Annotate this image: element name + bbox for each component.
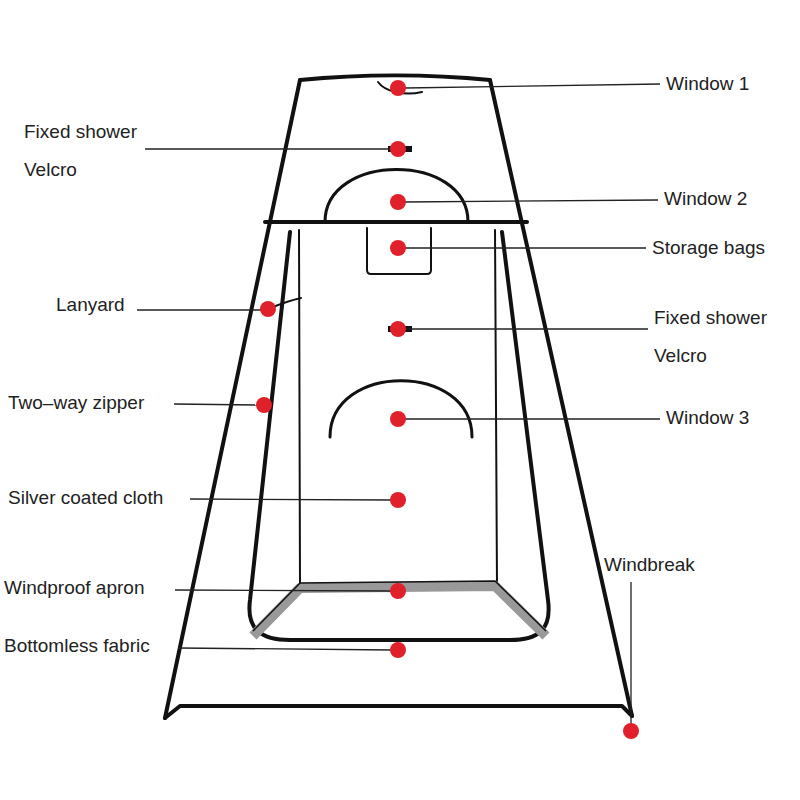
callout-label: Windproof apron [4,576,144,600]
marker-dot [260,301,276,317]
marker-dot [623,723,639,739]
callout-label: Silver coated cloth [8,486,163,510]
marker-dot [390,492,406,508]
leader-line [405,247,646,248]
callout-label: Windbreak [604,553,695,577]
window-2 [325,170,468,223]
leader-line [174,404,258,405]
storage-bag [367,228,431,274]
leader-line [178,648,392,650]
marker-dot [390,194,406,210]
leader-line [405,200,658,202]
door-line-left [299,230,300,586]
leader-line [405,84,660,88]
callout-label: Storage bags [652,236,765,260]
marker-dot [390,583,406,599]
callout-label: Bottomless fabric [4,634,150,658]
marker-dot [256,397,272,413]
marker-dot [390,411,406,427]
tent-right-pole [490,80,632,716]
roof-seam [265,220,527,224]
callout-label: Fixed shower Velcro [24,113,159,189]
tent-base [165,706,632,718]
callout-label: Fixed shower Velcro [654,299,789,375]
marker-dot [390,141,406,157]
door-panel [249,232,548,640]
leader-line [405,328,648,329]
tent-top [300,76,490,81]
callout-label: Window 2 [664,187,747,211]
callout-label: Window 1 [666,72,749,96]
leader-line [405,418,660,419]
callout-label: Two–way zipper [8,391,144,415]
leader-line [630,582,631,724]
apron-edge [253,581,546,631]
leader-line [175,590,392,591]
window-3 [330,381,472,437]
door-line-right [495,230,497,586]
marker-dot [390,80,406,96]
marker-dot [390,321,406,337]
leader-line [137,309,262,310]
marker-dot [390,240,406,256]
marker-dot [390,642,406,658]
callout-label: Window 3 [666,406,749,430]
tent-left-pole [165,80,300,718]
leader-line [145,148,390,149]
callout-label: Lanyard [56,293,125,317]
leader-line [190,499,392,500]
